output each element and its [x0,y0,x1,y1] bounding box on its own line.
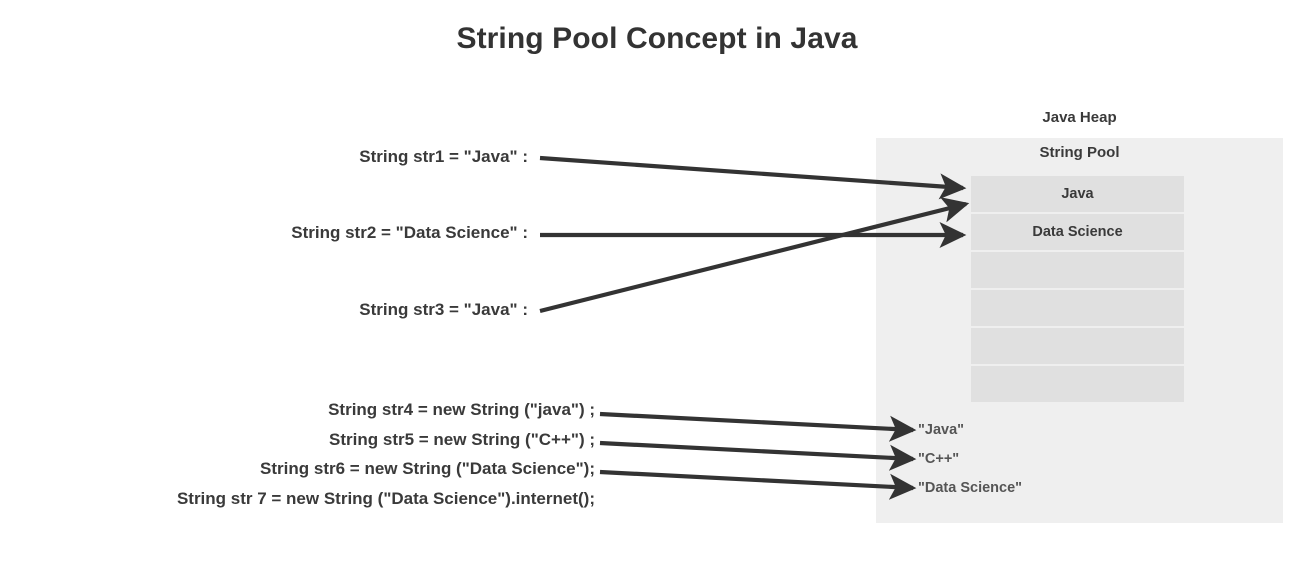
string-pool-cell [971,328,1184,364]
arrow-str4-to-java-object [599,411,917,442]
statement-str5: String str5 = new String ("C++") ; [329,430,595,449]
string-pool-cell [971,366,1184,402]
string-pool-cell: Java [971,176,1184,212]
string-pool-cell [971,252,1184,288]
statement-str6: String str6 = new String ("Data Science"… [260,459,595,478]
heap-object-label: "Java" [918,422,965,438]
statement-str7: String str 7 = new String ("Data Science… [176,489,595,508]
string-pool-label: String Pool [1039,144,1120,161]
java-heap-label: Java Heap [1042,109,1117,126]
statement-str1: String str1 = "Java" : [359,147,528,166]
statement-str2: String str2 = "Data Science" : [291,223,528,242]
arrow-str5-to-cpp-object [599,440,917,471]
heap-object-label: "Data Science" [918,480,1023,496]
string-pool-cell: Data Science [971,214,1184,250]
arrow-str6-to-ds-object [599,469,917,500]
statement-str4: String str4 = new String ("java") ; [328,400,595,419]
heap-object-label: "C++" [918,451,960,467]
string-pool-cell [971,290,1184,326]
page-title: String Pool Concept in Java [456,22,858,55]
statement-str3: String str3 = "Java" : [359,300,528,319]
